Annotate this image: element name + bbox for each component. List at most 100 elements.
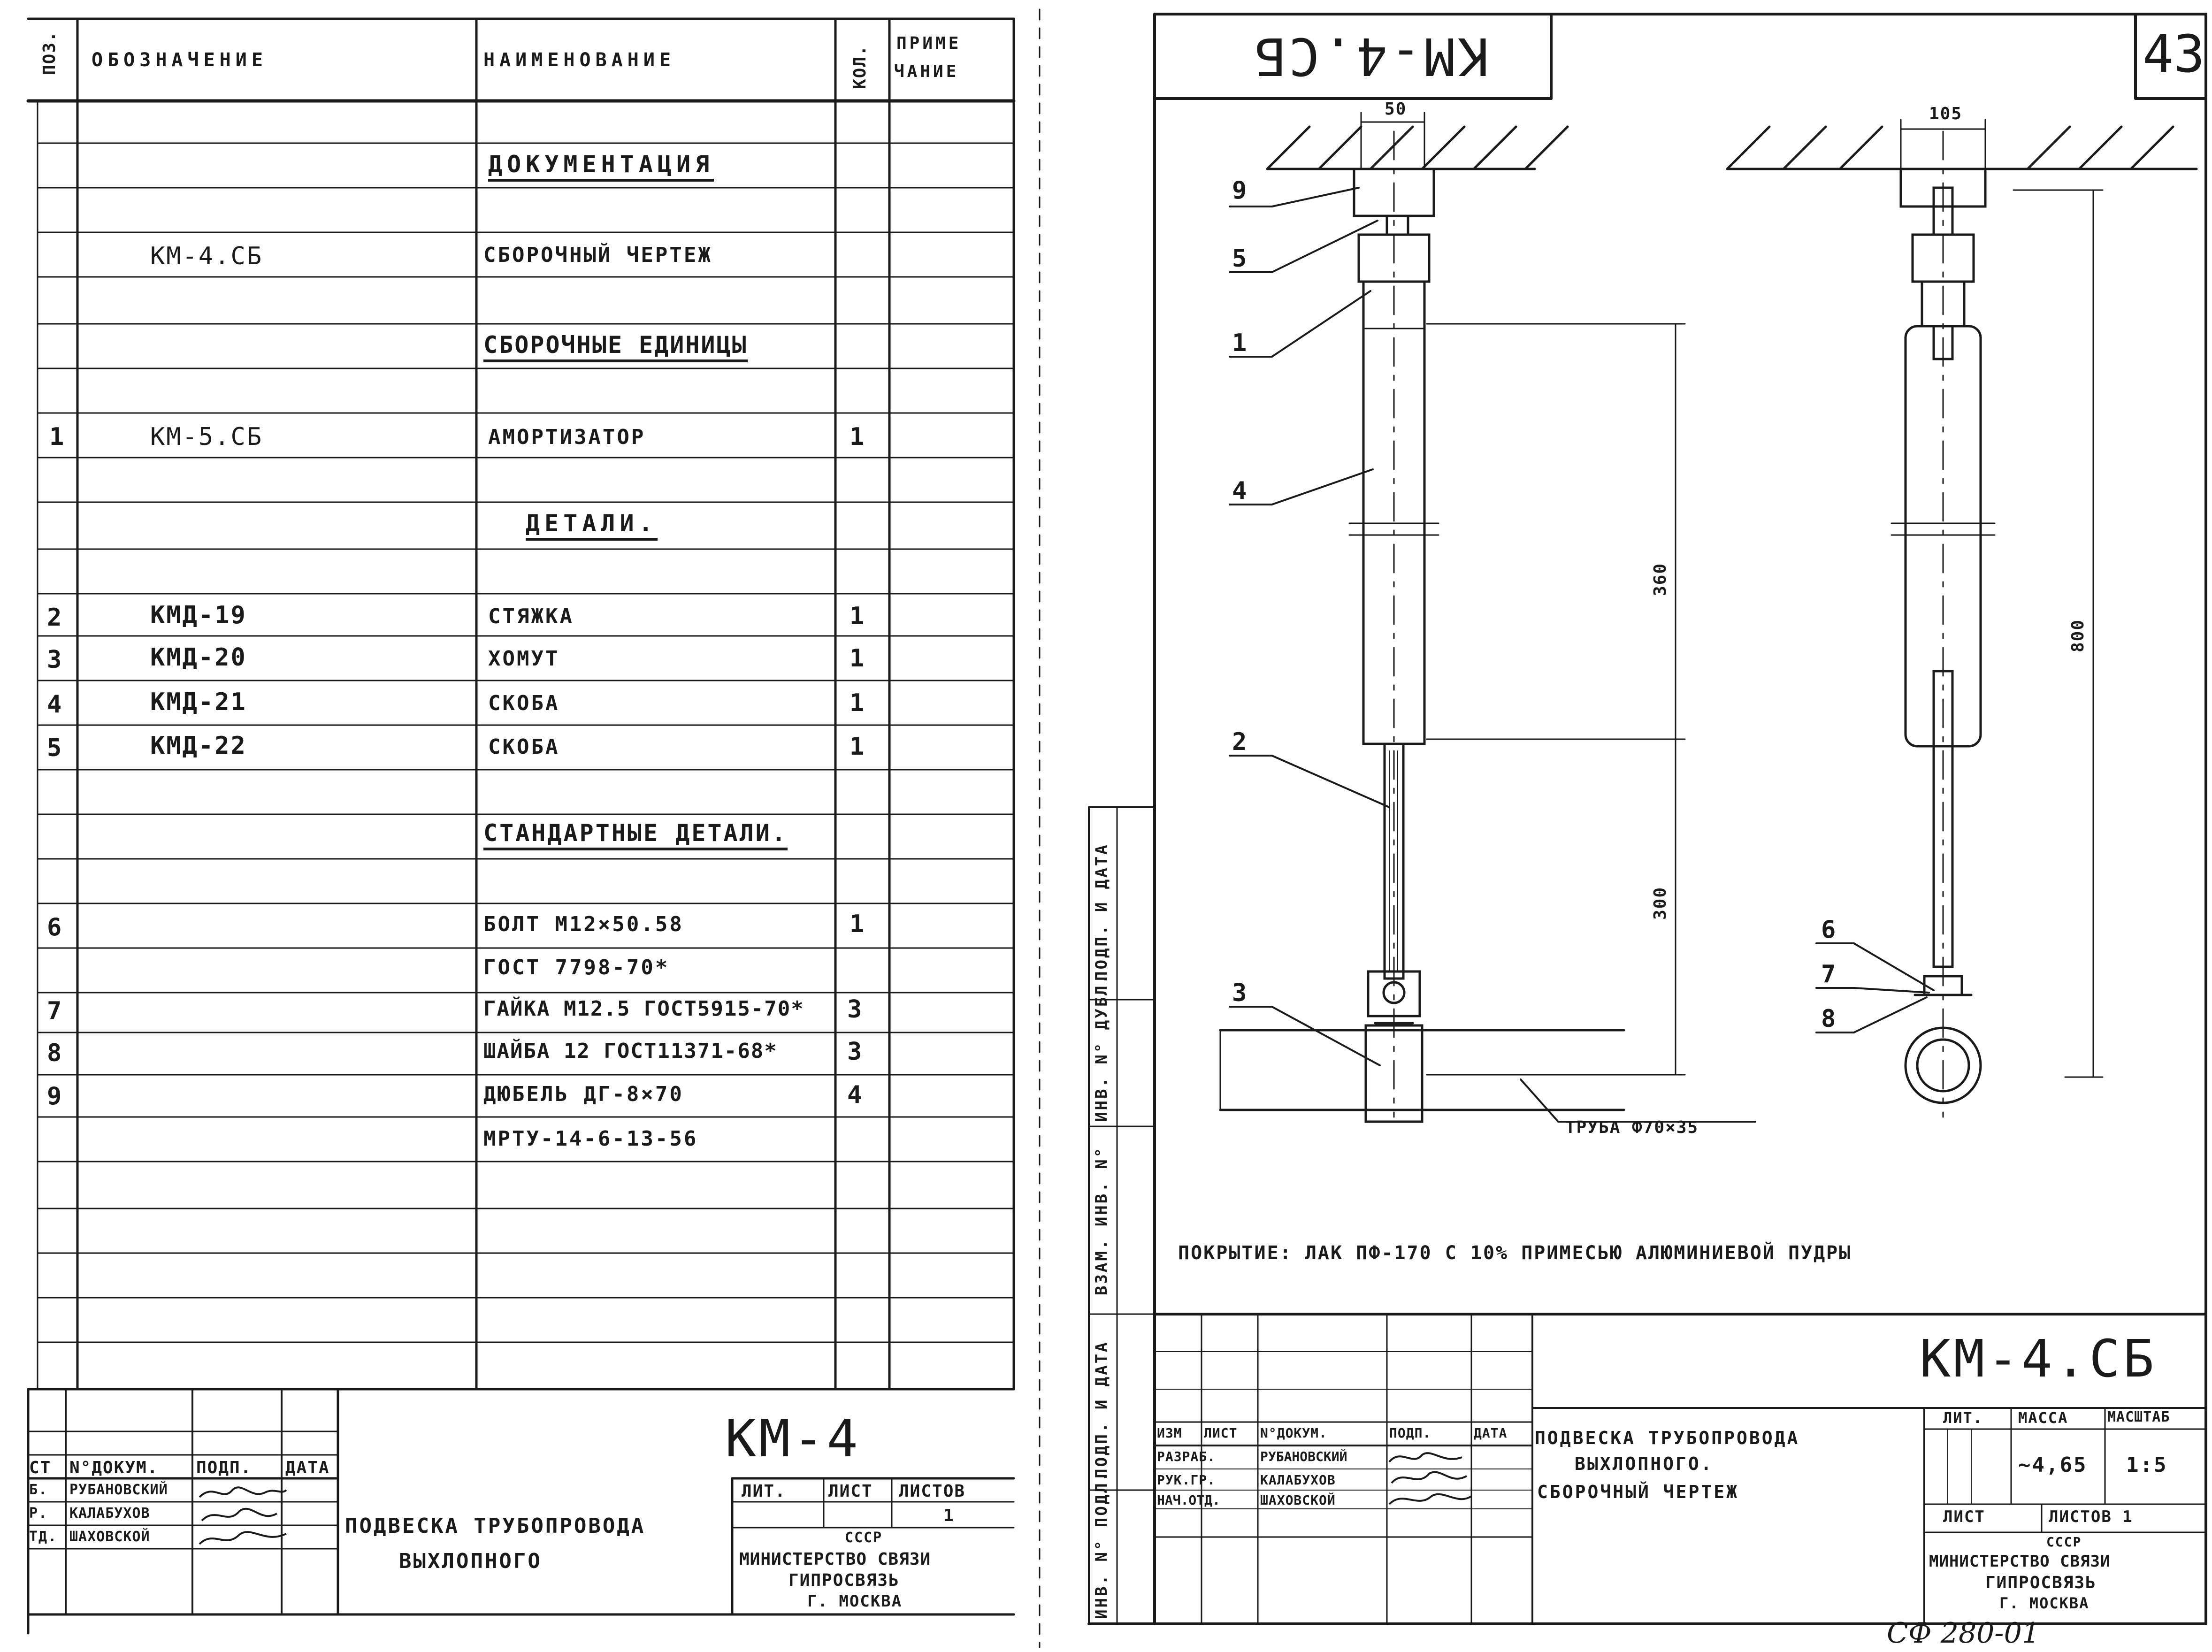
- left-title-line-2: ВЫХЛОПНОГО: [399, 1549, 542, 1573]
- dim-50: 50: [1385, 99, 1407, 119]
- row-name: СКОБА: [488, 691, 560, 715]
- row-designation: КМД-21: [150, 688, 247, 716]
- row-qty: 1: [850, 423, 866, 451]
- row-designation: КМ-5.СБ: [150, 423, 263, 451]
- left-title-line-1: ПОДВЕСКА ТРУБОПРОВОДА: [345, 1514, 646, 1538]
- row-qty: 1: [850, 644, 866, 673]
- front-view-hanger: [1219, 130, 1625, 1123]
- left-sheet-label: ЛИСТ: [828, 1482, 873, 1501]
- side-label-sign-date: ПОДП. И ДАТА: [1092, 843, 1111, 981]
- dim-800: 800: [2068, 619, 2088, 652]
- right-org-2: МИНИСТЕРСТВО СВЯЗИ: [1929, 1552, 2111, 1571]
- spec-table-grid: [26, 17, 1016, 1391]
- section-documentation: ДОКУМЕНТАЦИЯ: [488, 153, 714, 182]
- coating-note: ПОКРЫТИЕ: ЛАК ПФ-170 С 10% ПРИМЕСЬЮ АЛЮМ…: [1178, 1242, 1852, 1264]
- right-title-block-grid: [1154, 1313, 2207, 1625]
- row-designation: КМД-19: [150, 601, 247, 629]
- right-r3-role: НАЧ.ОТД.: [1157, 1492, 1220, 1508]
- row-name: ГОСТ 7798-70*: [483, 956, 670, 979]
- right-h-sign: ПОДП.: [1389, 1425, 1431, 1441]
- side-view-hanger: [1871, 130, 2015, 1118]
- col-note-header-2: ЧАНИЕ: [894, 62, 959, 81]
- section-assemblies: СБОРОЧНЫЕ ЕДИНИЦЫ: [483, 333, 748, 362]
- dim-360: 360: [1651, 562, 1670, 596]
- right-mass-label: МАССА: [2018, 1409, 2068, 1427]
- right-scale-value: 1:5: [2126, 1453, 2168, 1477]
- left-h-doc: N°ДОКУМ.: [69, 1458, 159, 1477]
- row-pos: 4: [47, 690, 63, 719]
- right-r2-role: РУК.ГР.: [1157, 1472, 1216, 1488]
- row-name: ХОМУТ: [488, 647, 560, 671]
- leader-label-2: 2: [1232, 728, 1248, 756]
- row-name: БОЛТ М12×50.58: [483, 912, 684, 936]
- leader-label-1: 1: [1232, 329, 1248, 357]
- right-r3-name: ШАХОВСКОЙ: [1260, 1492, 1336, 1508]
- left-org-1: СССР: [845, 1530, 883, 1546]
- col-note-header-1: ПРИМЕ: [896, 34, 962, 53]
- row-name: СБОРОЧНЫЙ ЧЕРТЕЖ: [483, 243, 712, 267]
- col-pos-header: ПОЗ.: [40, 31, 59, 75]
- dimension-lines: [1360, 112, 2104, 1078]
- ceiling-hatch: [1266, 125, 2198, 170]
- row-designation: КМД-20: [150, 643, 247, 672]
- right-code-top: КМ-4.СБ: [1252, 26, 1489, 86]
- row-name: ШАЙБА 12 ГОСТ11371-68*: [483, 1039, 778, 1063]
- row-qty: 1: [850, 689, 866, 717]
- row-name: ГАЙКА М12.5 ГОСТ5915-70*: [483, 997, 804, 1021]
- row-name: СКОБА: [488, 735, 560, 759]
- row-pos: 6: [47, 913, 63, 941]
- col-qty-header: КОЛ.: [850, 45, 870, 89]
- row-name: СТЯЖКА: [488, 604, 574, 628]
- leader-label-9: 9: [1232, 176, 1248, 205]
- section-details: ДЕТАЛИ.: [526, 512, 658, 541]
- leader-label-4: 4: [1232, 477, 1248, 505]
- right-signatures: [1388, 1452, 1472, 1505]
- right-h-list: ЛИСТ: [1204, 1425, 1238, 1441]
- left-r2-name: КАЛАБУХОВ: [69, 1505, 150, 1522]
- side-label-inv-podl: ИНВ. N° ПОДЛ.: [1092, 1469, 1111, 1619]
- left-org-3: ГИПРОСВЯЗЬ: [788, 1571, 900, 1590]
- left-signatures: [199, 1486, 287, 1545]
- left-r3-name: ШАХОВСКОЙ: [69, 1529, 150, 1545]
- left-title-block-grid: [27, 1388, 1015, 1635]
- row-qty: 4: [847, 1081, 864, 1109]
- section-standard: СТАНДАРТНЫЕ ДЕТАЛИ.: [483, 821, 788, 850]
- left-r2-role: Р.: [29, 1505, 48, 1522]
- left-h-sign: ПОДП.: [196, 1458, 252, 1477]
- left-sheets-value: 1: [943, 1506, 955, 1525]
- row-pos: 9: [47, 1082, 63, 1110]
- left-sheets-label: ЛИСТОВ: [899, 1482, 966, 1501]
- row-qty: 3: [847, 995, 864, 1024]
- right-org-4: Г. МОСКВА: [1999, 1594, 2090, 1612]
- right-title-line-2: ВЫХЛОПНОГО.: [1575, 1453, 1714, 1474]
- row-qty: 1: [850, 602, 866, 630]
- right-h-date: ДАТА: [1474, 1425, 1508, 1441]
- right-title-line-3: СБОРОЧНЫЙ ЧЕРТЕЖ: [1537, 1482, 1739, 1502]
- pipe-label: ТРУБА Ф70×35: [1565, 1118, 1699, 1137]
- right-h-izm: ИЗМ: [1157, 1425, 1182, 1441]
- row-pos: 1: [49, 423, 66, 451]
- row-pos: 5: [47, 734, 63, 762]
- left-lit-label: ЛИТ.: [742, 1482, 786, 1501]
- right-r2-name: КАЛАБУХОВ: [1260, 1472, 1336, 1488]
- right-sheet-label: ЛИСТ: [1943, 1507, 1985, 1526]
- side-label-sign-date-2: ПОДП. И ДАТА: [1092, 1340, 1111, 1478]
- dim-105: 105: [1929, 104, 1963, 123]
- side-label-vzam: ВЗАМ. ИНВ. N°: [1092, 1146, 1111, 1295]
- side-label-inv-dubl: ИНВ. N° ДУБЛ.: [1092, 972, 1111, 1122]
- left-org-2: МИНИСТЕРСТВО СВЯЗИ: [739, 1550, 931, 1569]
- right-h-doc: N°ДОКУМ.: [1260, 1425, 1327, 1441]
- row-designation: КМ-4.СБ: [150, 242, 263, 270]
- row-qty: 3: [847, 1038, 864, 1066]
- leader-label-7: 7: [1821, 960, 1837, 988]
- row-name: ДЮБЕЛЬ ДГ-8×70: [483, 1082, 684, 1106]
- row-pos: 8: [47, 1039, 63, 1067]
- left-r1-name: РУБАНОВСКИЙ: [69, 1482, 168, 1498]
- left-h-date: ДАТА: [285, 1458, 330, 1477]
- left-h-list: СТ: [29, 1458, 52, 1477]
- row-pos: 2: [47, 604, 63, 632]
- row-name: АМОРТИЗАТОР: [488, 425, 646, 449]
- leader-lines: [1229, 187, 1935, 1123]
- left-org-4: Г. МОСКВА: [807, 1592, 903, 1611]
